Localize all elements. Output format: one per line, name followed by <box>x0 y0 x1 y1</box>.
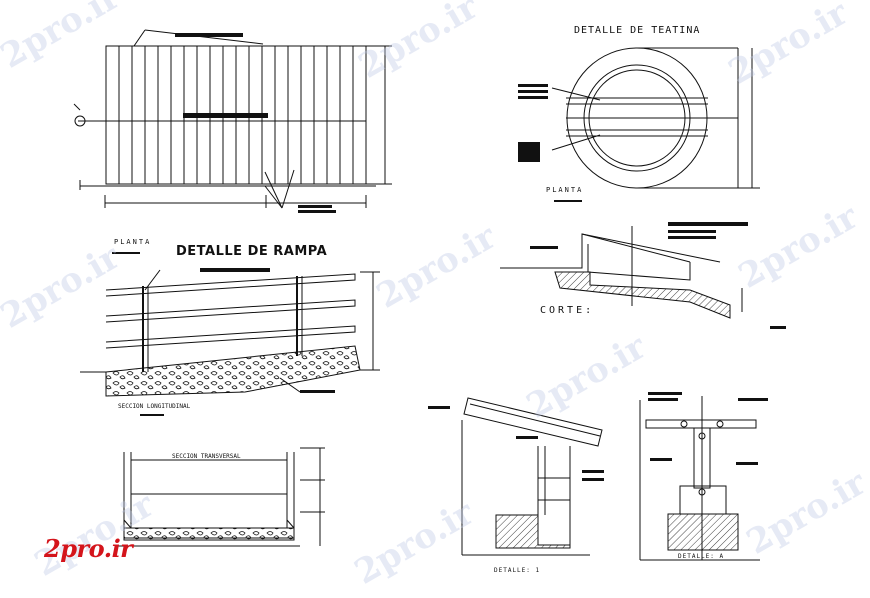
detalle-1-label: DETALLE: 1 <box>494 567 541 574</box>
seccion-longitudinal-label: SECCION LONGITUDINAL <box>118 403 191 410</box>
brand-logo: 2pro.ir <box>44 534 133 563</box>
detalle-1-drawing <box>461 397 603 556</box>
teatina-callout-bars <box>518 84 582 202</box>
detalle-de-teatina-title: DETALLE DE TEATINA <box>574 25 701 36</box>
detalle-1-callouts <box>428 406 604 481</box>
planta-label-teatina: PLANTA <box>546 186 584 194</box>
teatina-section-callouts <box>530 222 786 329</box>
rampa-plan-view <box>73 29 392 209</box>
seccion-transversal-label: SECCION TRANSVERSAL <box>172 453 241 460</box>
rampa-transverse-section <box>118 447 325 547</box>
detalle-de-rampa-title: DETALLE DE RAMPA <box>176 244 328 259</box>
detalle-a-drawing <box>639 396 760 561</box>
detalle-a-label: DETALLE: A <box>678 553 725 560</box>
plan-callout-bars <box>112 33 336 254</box>
teatina-section <box>500 226 743 319</box>
rampa-callout-bars <box>140 268 335 416</box>
planta-label-rampa: PLANTA <box>114 238 152 246</box>
teatina-plan-view <box>551 47 760 189</box>
detalle-a-callouts <box>648 392 768 465</box>
corte-label: CORTE: <box>540 305 595 316</box>
rampa-longitudinal-section <box>80 269 380 397</box>
